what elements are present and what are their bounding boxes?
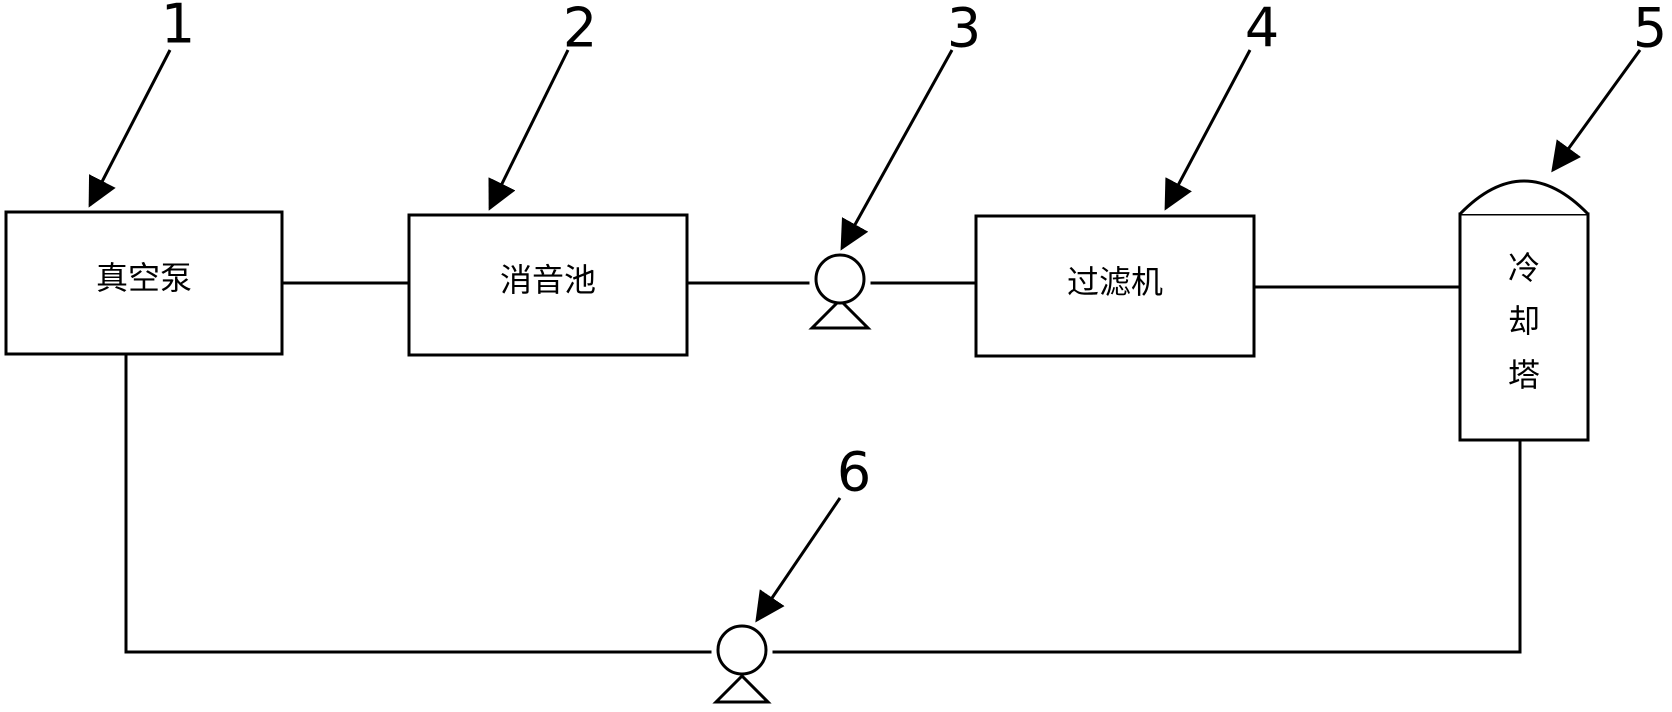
pipe-return-right (772, 438, 1522, 654)
leader-arrow-5 (1551, 49, 1642, 173)
filter-label: 过滤机 (1067, 263, 1163, 301)
component-number-6: 6 (837, 441, 871, 504)
pump-6 (712, 624, 772, 704)
cooling-tower: 冷 却 塔 (1458, 179, 1590, 442)
component-number-5: 5 (1633, 0, 1667, 60)
leader-arrow-3 (840, 49, 954, 251)
muffler-tank-box: 消音池 (407, 213, 689, 357)
cooling-tower-char-3: 塔 (1508, 356, 1540, 394)
muffler-tank-label: 消音池 (500, 261, 596, 299)
component-number-2: 2 (563, 0, 597, 60)
pump-6-base (712, 673, 772, 704)
vacuum-pump-box: 真空泵 (4, 210, 284, 356)
filter-box: 过滤机 (974, 214, 1256, 358)
pump-3-base (808, 297, 872, 330)
pump-6-body (716, 624, 768, 676)
cooling-tower-char-1: 冷 (1508, 249, 1540, 287)
vacuum-pump-label: 真空泵 (96, 259, 192, 297)
cooling-tower-char-2: 却 (1508, 302, 1540, 340)
leader-arrow-2 (488, 49, 570, 211)
component-number-1: 1 (161, 0, 195, 56)
cooling-tower-dome (1458, 179, 1590, 216)
component-number-4: 4 (1245, 0, 1279, 60)
pump-3-body (814, 253, 866, 305)
leader-arrow-6 (755, 497, 842, 623)
leader-arrow-1 (88, 49, 172, 208)
pipe-return-left (124, 352, 712, 654)
pump-3 (808, 253, 872, 330)
leader-arrow-4 (1164, 49, 1252, 211)
component-number-3: 3 (947, 0, 981, 60)
